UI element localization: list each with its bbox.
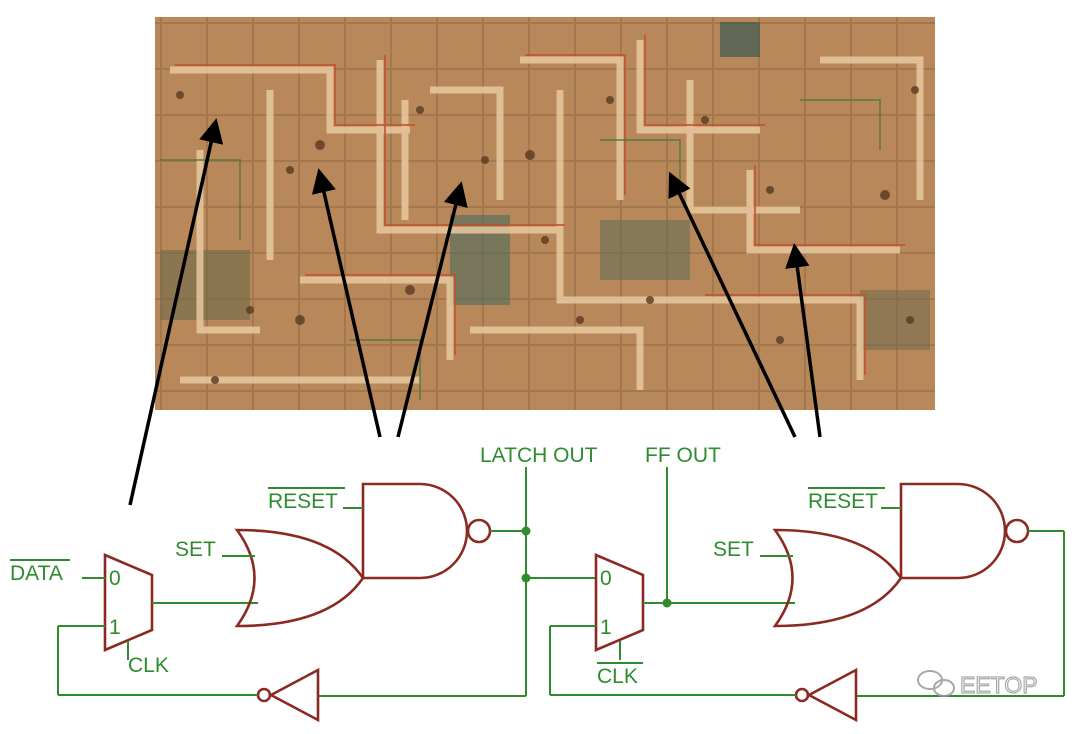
- label-set-1: SET: [175, 538, 216, 561]
- pointer-arrows: [128, 118, 822, 506]
- arrow-nand2-a: [668, 171, 797, 438]
- label-mux2-in1: 1: [600, 616, 612, 639]
- junction-ff-out: [662, 598, 672, 608]
- arrow-mux1: [128, 118, 224, 506]
- label-mux1-in0: 0: [109, 567, 121, 590]
- die-photo: [155, 17, 935, 410]
- flipflop-stage: [526, 467, 1065, 723]
- label-mux1-in1: 1: [109, 616, 121, 639]
- label-latch-out: LATCH OUT: [480, 444, 598, 467]
- inverter-2: [806, 667, 858, 723]
- junction-latch-out: [521, 526, 531, 536]
- label-reset-1: RESET: [268, 490, 338, 513]
- label-data-bar: DATA: [10, 562, 63, 585]
- label-mux2-in0: 0: [600, 567, 612, 590]
- label-clk-1: CLK: [128, 654, 169, 677]
- inverter-1: [268, 667, 320, 723]
- label-ff-out: FF OUT: [645, 444, 721, 467]
- nand-bubble-1: [466, 518, 492, 544]
- label-clk-2: CLK: [597, 665, 638, 688]
- watermark: EETOP: [917, 670, 1038, 699]
- arrow-nand1-b: [396, 181, 468, 438]
- nand-bubble-2: [1004, 518, 1030, 544]
- label-reset-2: RESET: [808, 490, 878, 513]
- label-set-2: SET: [713, 538, 754, 561]
- mux-1: [103, 553, 154, 652]
- nand-gate-2: [899, 482, 1007, 580]
- latch-stage: [57, 467, 531, 723]
- arrow-nand1-a: [311, 168, 382, 438]
- mux-2: [594, 553, 645, 652]
- or-gate-1: [234, 528, 365, 628]
- wechat-icon: [917, 670, 955, 697]
- nand-gate-1: [361, 482, 469, 580]
- inverter-bubble-2: [794, 687, 810, 703]
- inverter-bubble-1: [256, 687, 272, 703]
- watermark-text: EETOP: [960, 672, 1038, 698]
- schematic-labels: DATA 0 1 CLK SET RESET LATCH OUT FF OUT …: [10, 444, 885, 688]
- or-gate-2: [772, 528, 903, 628]
- arrow-nand2-b: [785, 243, 822, 438]
